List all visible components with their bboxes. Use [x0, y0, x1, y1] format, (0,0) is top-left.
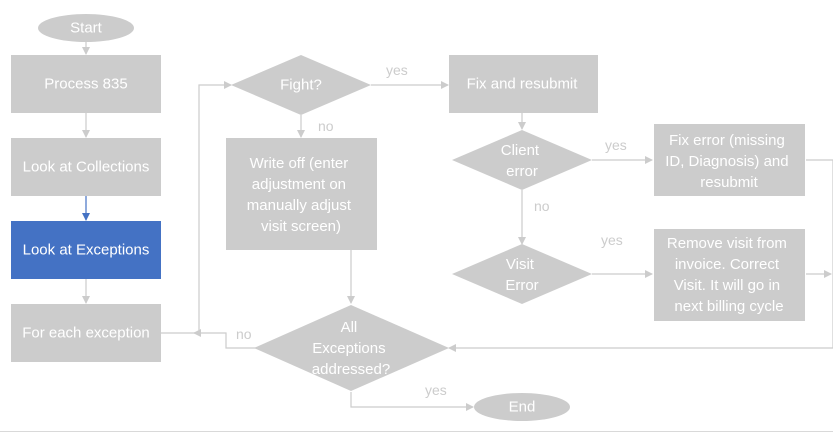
node-look-at-collections[interactable]: Look at Collections — [11, 138, 161, 196]
look-at-exceptions-box — [11, 221, 161, 279]
remove-visit-box — [654, 229, 805, 321]
edge-foreach-to-fight — [161, 81, 232, 334]
node-process-835[interactable]: Process 835 — [11, 55, 161, 113]
visit-error-diamond — [452, 244, 592, 304]
all-exceptions-line-2: Exceptions — [312, 340, 385, 357]
client-error-diamond — [452, 130, 592, 190]
node-fight-decision[interactable]: Fight? — [231, 55, 371, 115]
fix-error-line-1: Fix error (missing — [669, 132, 785, 149]
end-label: End — [509, 399, 536, 416]
fix-and-resubmit-label: Fix and resubmit — [467, 76, 579, 93]
for-each-exception-box — [11, 304, 161, 362]
look-at-exceptions-label: Look at Exceptions — [23, 242, 150, 259]
all-exceptions-addressed-diamond — [254, 305, 449, 391]
all-yes-label: yes — [425, 382, 447, 398]
edges — [82, 42, 833, 411]
look-at-collections-box — [11, 138, 161, 196]
node-fix-and-resubmit[interactable]: Fix and resubmit — [449, 55, 598, 113]
node-client-error-decision[interactable]: Client error — [452, 130, 592, 190]
bottom-divider — [0, 431, 833, 432]
node-for-each-exception[interactable]: For each exception — [11, 304, 161, 362]
fix-error-box — [654, 124, 805, 196]
fix-error-label: Fix error (missing ID, Diagnosis) and re… — [665, 132, 793, 191]
fight-diamond — [231, 55, 371, 115]
client-error-line-1: Client — [501, 142, 540, 159]
look-at-collections-label: Look at Collections — [23, 159, 150, 176]
node-look-at-exceptions[interactable]: Look at Exceptions — [11, 221, 161, 279]
visit-error-label: Visit Error — [505, 256, 538, 294]
node-all-exceptions-addressed-decision[interactable]: All Exceptions addressed? — [254, 305, 449, 391]
node-write-off[interactable]: Write off (enter adjustment on manually … — [226, 138, 377, 250]
all-exceptions-line-3: addressed? — [312, 361, 390, 378]
write-off-line-3: manually adjust — [247, 197, 352, 214]
remove-visit-label: Remove visit from invoice. Correct Visit… — [667, 235, 791, 315]
client-error-label: Client error — [501, 142, 544, 180]
end-terminator-shape — [474, 393, 570, 421]
all-exceptions-line-1: All — [341, 319, 358, 336]
process-835-label: Process 835 — [44, 76, 127, 93]
process-835-box — [11, 55, 161, 113]
all-no-label: no — [236, 326, 252, 342]
node-visit-error-decision[interactable]: Visit Error — [452, 244, 592, 304]
visit-error-line-1: Visit — [506, 256, 535, 273]
client-error-line-2: error — [506, 163, 538, 180]
for-each-exception-label: For each exception — [22, 325, 150, 342]
fight-no-label: no — [318, 118, 334, 134]
client-yes-label: yes — [605, 137, 627, 153]
remove-visit-line-4: next billing cycle — [674, 298, 783, 315]
edge-all-no — [193, 329, 257, 349]
write-off-box — [226, 138, 377, 250]
fix-error-line-3: resubmit — [700, 174, 758, 191]
write-off-line-4: visit screen) — [261, 218, 341, 235]
node-remove-visit[interactable]: Remove visit from invoice. Correct Visit… — [654, 229, 805, 321]
start-terminator-shape — [38, 14, 134, 42]
start-label: Start — [70, 20, 103, 37]
visit-error-line-2: Error — [505, 277, 538, 294]
node-fix-error[interactable]: Fix error (missing ID, Diagnosis) and re… — [654, 124, 805, 196]
fix-error-line-2: ID, Diagnosis) and — [665, 153, 788, 170]
node-end[interactable]: End — [474, 393, 570, 421]
write-off-line-2: adjustment on — [252, 176, 346, 193]
fight-label: Fight? — [280, 77, 322, 94]
all-exceptions-addressed-label: All Exceptions addressed? — [312, 319, 390, 378]
visit-yes-label: yes — [601, 232, 623, 248]
remove-visit-line-2: invoice. Correct — [675, 256, 780, 273]
remove-visit-line-1: Remove visit from — [667, 235, 787, 252]
fight-yes-label: yes — [386, 62, 408, 78]
fix-and-resubmit-box — [449, 55, 598, 113]
remove-visit-line-3: Visit. It will go in — [674, 277, 780, 294]
edge-all-yes — [350, 392, 474, 411]
node-start[interactable]: Start — [38, 14, 134, 42]
client-no-label: no — [534, 198, 550, 214]
edge-labels: yes no yes no yes no yes — [236, 62, 627, 398]
edge-fixerror-to-alladdressed — [448, 159, 833, 352]
write-off-label: Write off (enter adjustment on manually … — [247, 155, 355, 235]
write-off-line-1: Write off (enter — [250, 155, 349, 172]
